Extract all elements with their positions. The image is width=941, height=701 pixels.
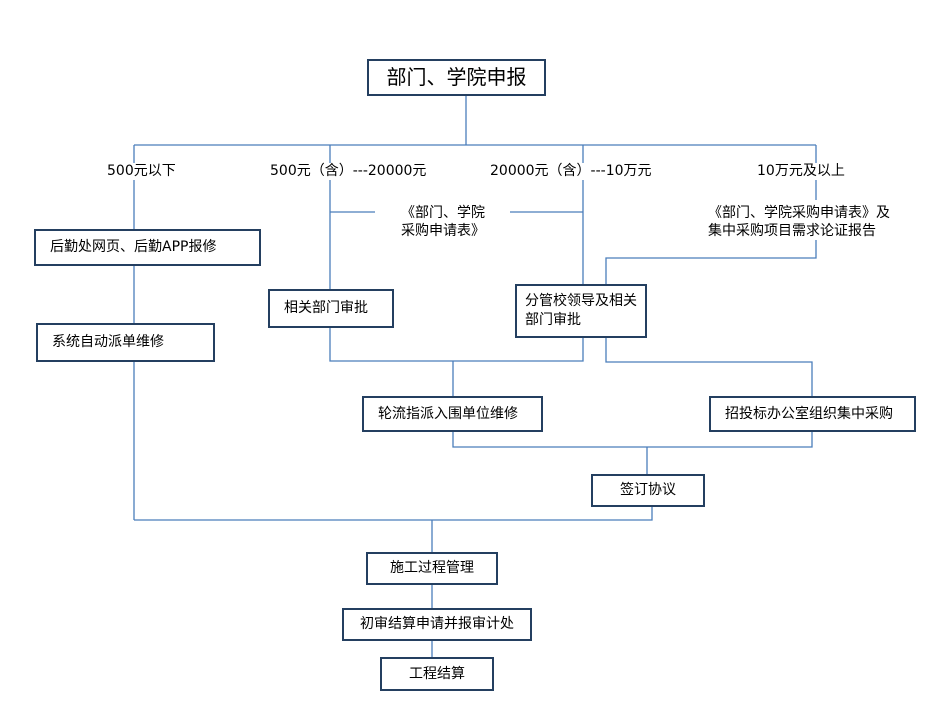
docs-note-line2: 集中采购项目需求论证报告 [708, 223, 876, 239]
docs-note: 《部门、学院采购申请表》及 集中采购项目需求论证报告 [708, 204, 922, 240]
start-box: 部门、学院申报 [367, 59, 546, 96]
connector-leader-to-tender [605, 336, 813, 397]
branch-label-3: 20000元（含）---10万元 [490, 163, 652, 180]
auto-dispatch-box: 系统自动派单维修 [36, 323, 215, 362]
construction-box: 施工过程管理 [366, 552, 498, 585]
form-note-line1: 《部门、学院 [401, 205, 485, 221]
connector-bottom-merge [134, 506, 653, 521]
leader-approval-box: 分管校领导及相关部门审批 [515, 284, 647, 338]
form-note-line2: 采购申请表》 [401, 223, 485, 239]
repair-web-box: 后勤处网页、后勤APP报修 [34, 229, 261, 266]
tender-office-box: 招投标办公室组织集中采购 [709, 396, 916, 432]
final-settlement-box: 工程结算 [380, 657, 494, 691]
docs-note-line1: 《部门、学院采购申请表》及 [708, 205, 890, 221]
form-note: 《部门、学院 采购申请表》 [383, 204, 503, 240]
connector-to-sign [452, 431, 813, 448]
sign-agreement-box: 签订协议 [591, 474, 705, 507]
rotation-box: 轮流指派入围单位维修 [362, 396, 543, 432]
branch-label-2: 500元（含）---20000元 [270, 163, 427, 180]
preliminary-settlement-box: 初审结算申请并报审计处 [342, 608, 532, 641]
branch-label-1: 500元以下 [107, 163, 176, 180]
connector-docs-to-leader [605, 240, 817, 285]
branch-label-4: 10万元及以上 [757, 163, 845, 180]
dept-approval-box: 相关部门审批 [268, 289, 394, 328]
connector-approvals-to-rotation [329, 326, 584, 362]
